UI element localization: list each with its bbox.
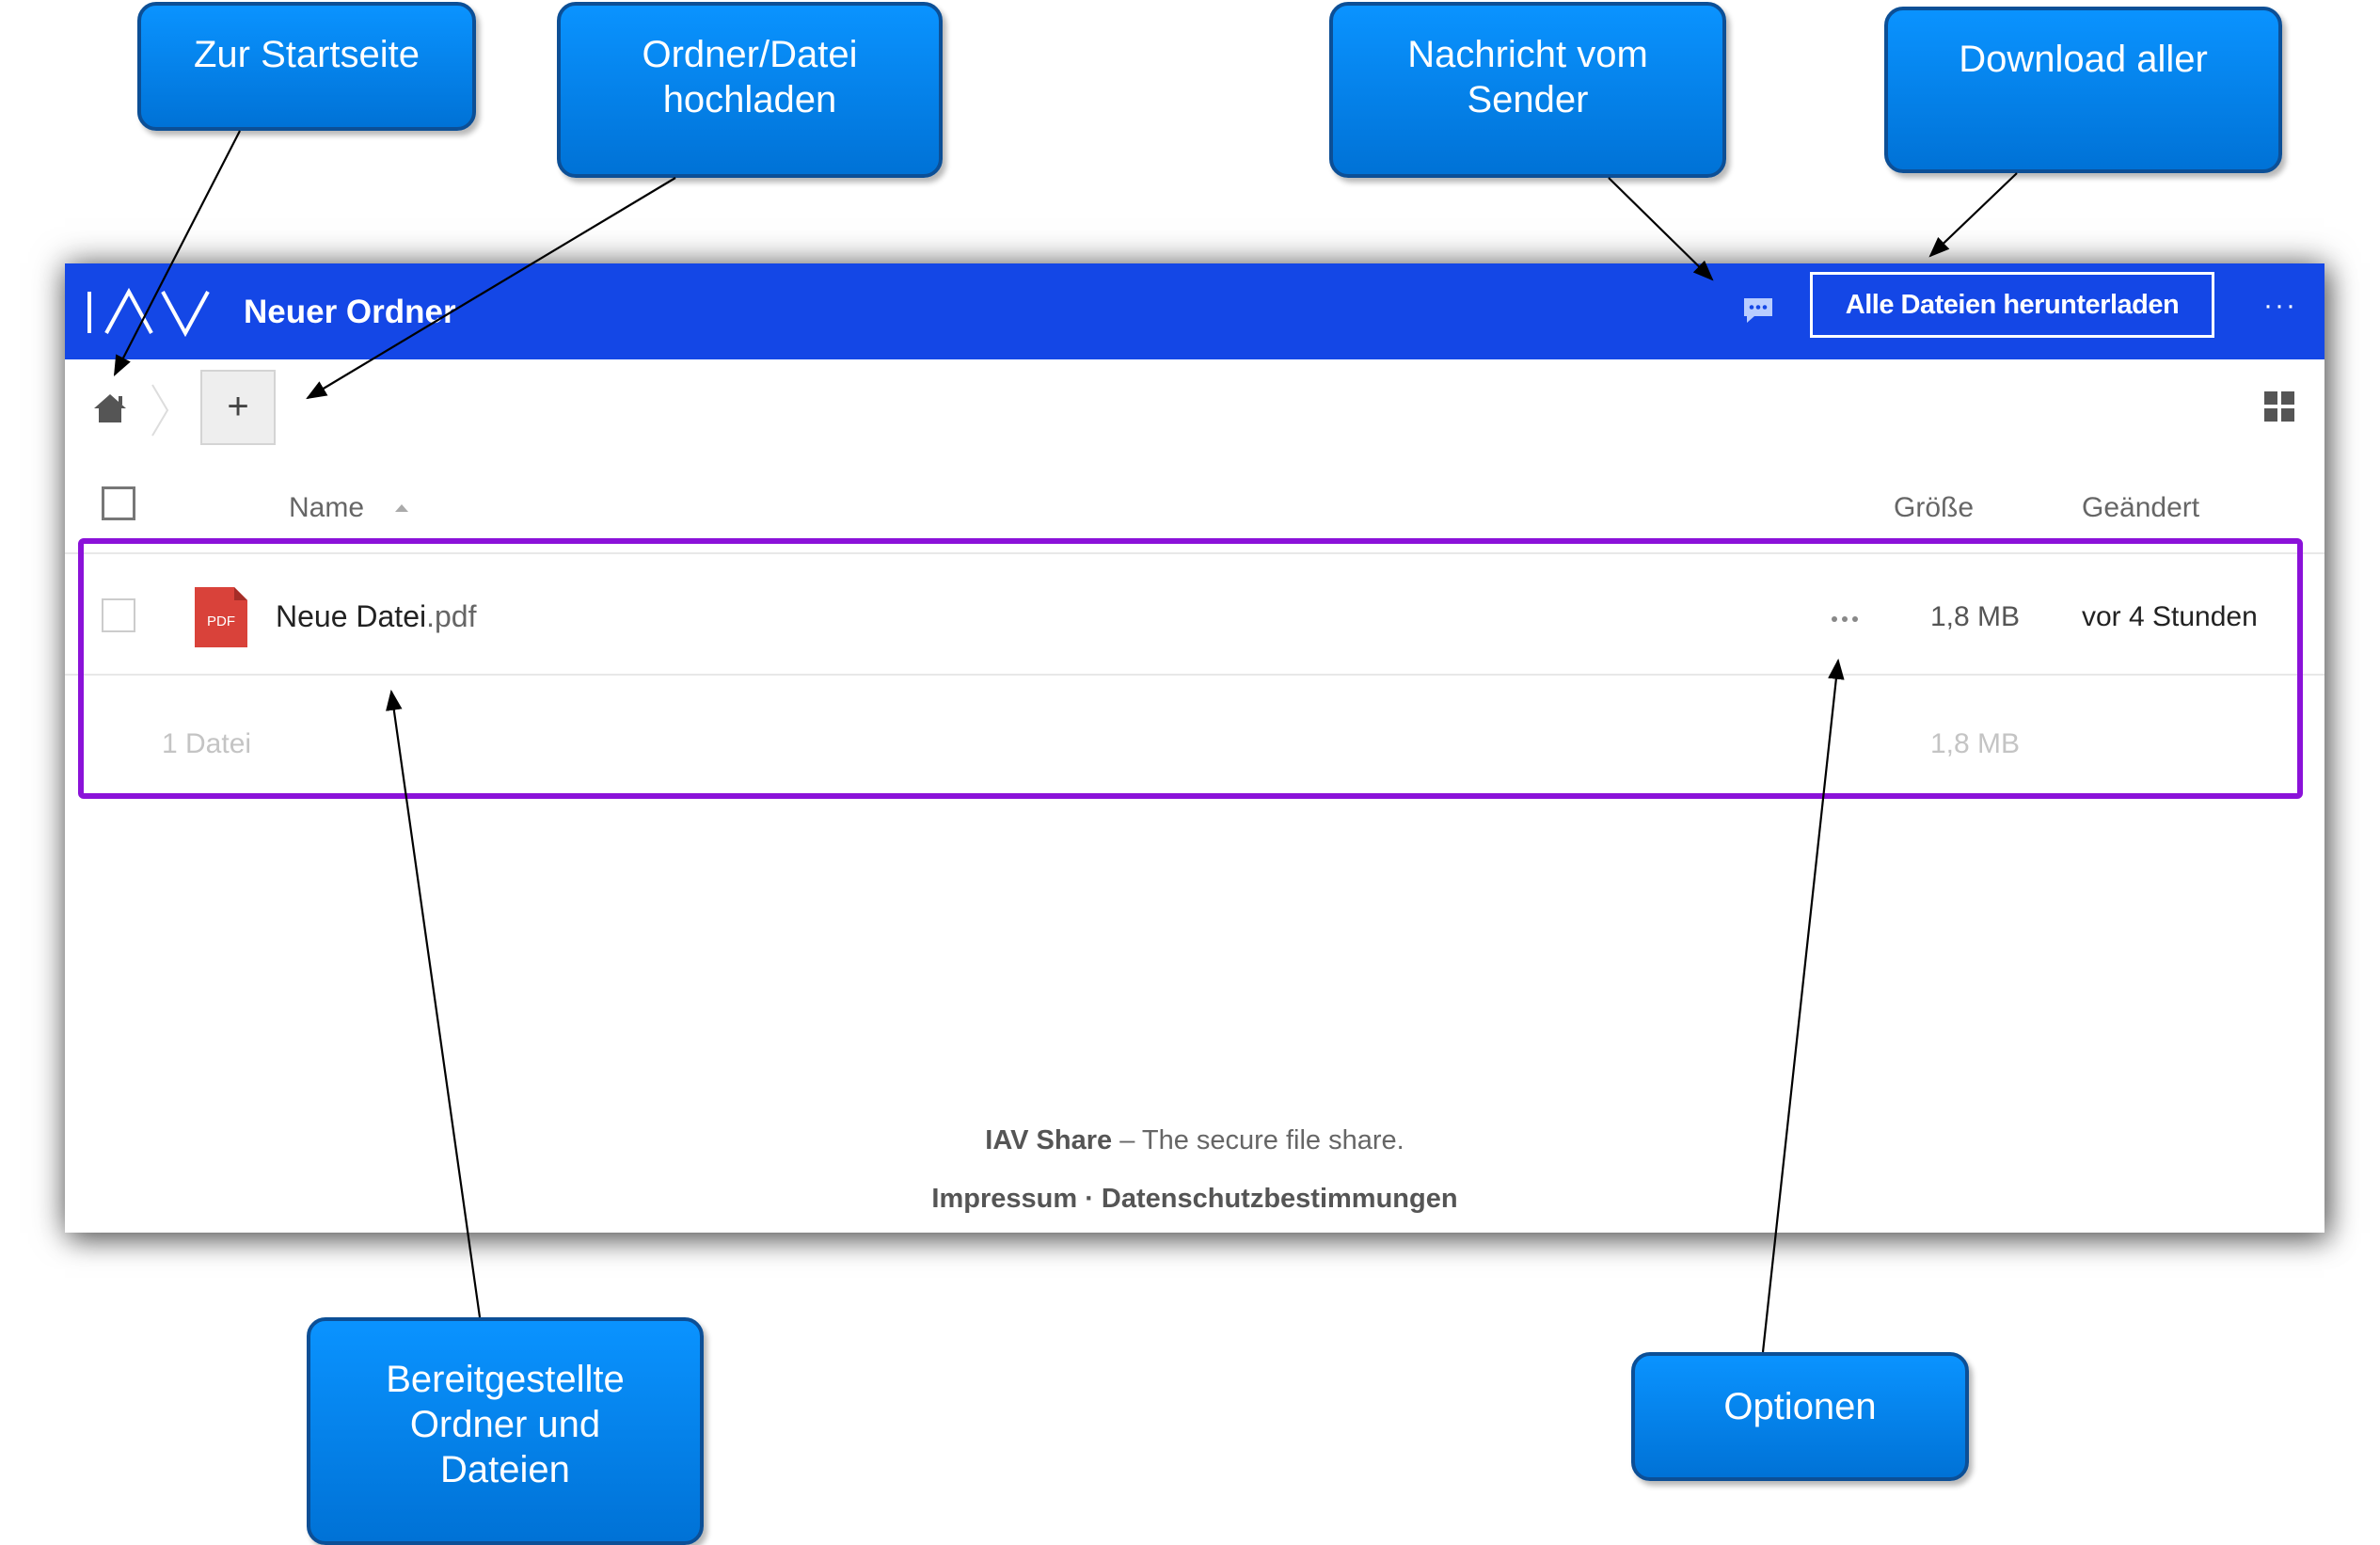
summary-file-count: 1 Datei (162, 728, 252, 759)
file-name-extension[interactable]: .pdf (426, 599, 477, 633)
footer-brand: IAV Share – The secure file share. (65, 1122, 2324, 1159)
folder-title: Neuer Ordner (244, 294, 456, 330)
iav-logo[interactable] (84, 284, 223, 341)
file-size: 1,8 MB (1930, 601, 2021, 632)
file-name-base[interactable]: Neue Datei (276, 599, 427, 633)
footer-links: Impressum · Datenschutzbestimmungen (65, 1180, 2324, 1218)
message-icon[interactable] (1741, 295, 1775, 326)
pdf-file-icon-label: PDF (207, 613, 235, 629)
more-dots-icon[interactable] (1826, 598, 1864, 636)
callout-download: Download aller (1884, 7, 2282, 173)
column-header-name[interactable]: Name (289, 492, 365, 523)
impressum-link[interactable]: Impressum (931, 1184, 1078, 1214)
footer-separator: · (1085, 1184, 1094, 1214)
files-highlight-frame (78, 538, 2303, 799)
callout-options: Optionen (1631, 1352, 1969, 1481)
privacy-link[interactable]: Datenschutzbestimmungen (1101, 1184, 1458, 1214)
footer-tagline: – The secure file share. (1119, 1125, 1404, 1155)
callout-upload: Ordner/Datei hochladen (557, 2, 943, 178)
download-all-button[interactable]: Alle Dateien herunterladen (1810, 272, 2214, 338)
pdf-file-icon: PDF (195, 587, 247, 647)
arrow-download (1928, 172, 2018, 258)
upload-button[interactable]: + (200, 370, 276, 445)
footer-brand-name: IAV Share (985, 1125, 1113, 1155)
breadcrumb-separator-icon (151, 384, 169, 437)
callout-message: Nachricht vom Sender (1329, 2, 1726, 178)
select-all-checkbox[interactable] (102, 486, 135, 520)
file-name[interactable]: Neue Datei.pdf (276, 597, 476, 636)
callout-home: Zur Startseite (137, 2, 476, 131)
callout-files: Bereitgestellte Ordner und Dateien (307, 1317, 704, 1545)
file-changed: vor 4 Stunden (2082, 601, 2258, 632)
file-checkbox[interactable] (102, 598, 135, 632)
more-menu-button[interactable]: ··· (2263, 290, 2297, 321)
top-bar: Neuer Ordner Alle Dateien herunterladen … (65, 263, 2324, 359)
grid-view-icon[interactable] (2262, 390, 2296, 423)
column-header-changed[interactable]: Geändert (2082, 492, 2200, 523)
summary-total-size: 1,8 MB (1930, 728, 2021, 759)
sort-ascending-icon (395, 504, 408, 512)
home-icon[interactable] (92, 391, 128, 425)
header-divider (65, 552, 2324, 554)
column-header-size[interactable]: Größe (1894, 492, 1975, 523)
row-divider (65, 674, 2324, 676)
